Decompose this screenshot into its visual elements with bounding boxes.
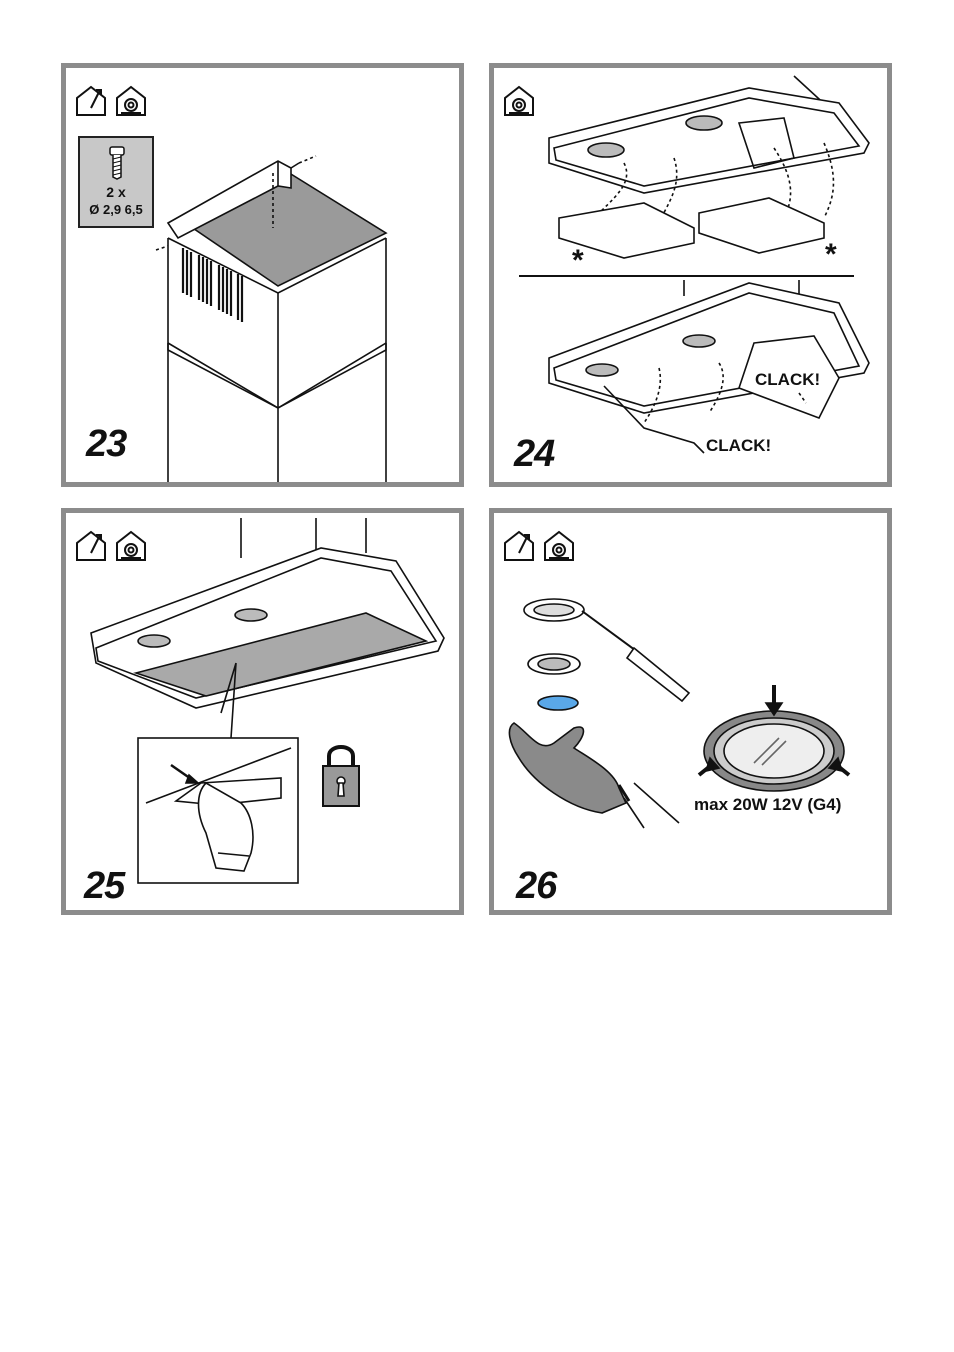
screw-quantity: 2 x — [106, 184, 126, 200]
lamp-spec-label: max 20W 12V (G4) — [694, 795, 842, 814]
chimney-illustration — [155, 155, 388, 482]
clack-label-grease: CLACK! — [706, 436, 772, 455]
house-duct-icon-group — [76, 85, 146, 116]
house-duct-icon — [76, 85, 106, 116]
step-number: 25 — [84, 865, 125, 907]
optional-marker: * — [825, 238, 837, 271]
panel-step-25: 25 — [61, 508, 464, 915]
house-recirc-icon — [504, 85, 534, 116]
house-recirc-icon — [116, 530, 146, 561]
house-recirc-icon-group — [504, 85, 534, 116]
house-recirc-icon — [116, 85, 146, 116]
step-number: 24 — [514, 433, 555, 475]
house-icons-group — [76, 530, 146, 561]
screw-size: Ø 2,9 6,5 — [89, 202, 143, 217]
clack-label-filter: CLACK! — [755, 370, 821, 389]
screw-icon — [109, 146, 125, 180]
house-duct-icon — [76, 530, 106, 561]
hood-underside-illustration — [90, 518, 445, 884]
screw-spec-box: 2 x Ø 2,9 6,5 — [78, 136, 154, 228]
lamp-replacement-illustration — [508, 598, 851, 829]
house-duct-icon — [504, 530, 534, 561]
panel-step-24: * * CLACK! CLACK! 24 — [489, 63, 892, 487]
filter-install-illustration — [519, 75, 870, 454]
step-number: 26 — [516, 865, 557, 907]
house-recirc-icon — [544, 530, 574, 561]
padlock-icon — [322, 745, 360, 807]
panel-step-23: 2 x Ø 2,9 6,5 23 — [61, 63, 464, 487]
panel-step-26: max 20W 12V (G4) 26 — [489, 508, 892, 915]
house-icons-group — [504, 530, 574, 561]
optional-marker: * — [572, 244, 584, 277]
step-number: 23 — [86, 423, 127, 465]
